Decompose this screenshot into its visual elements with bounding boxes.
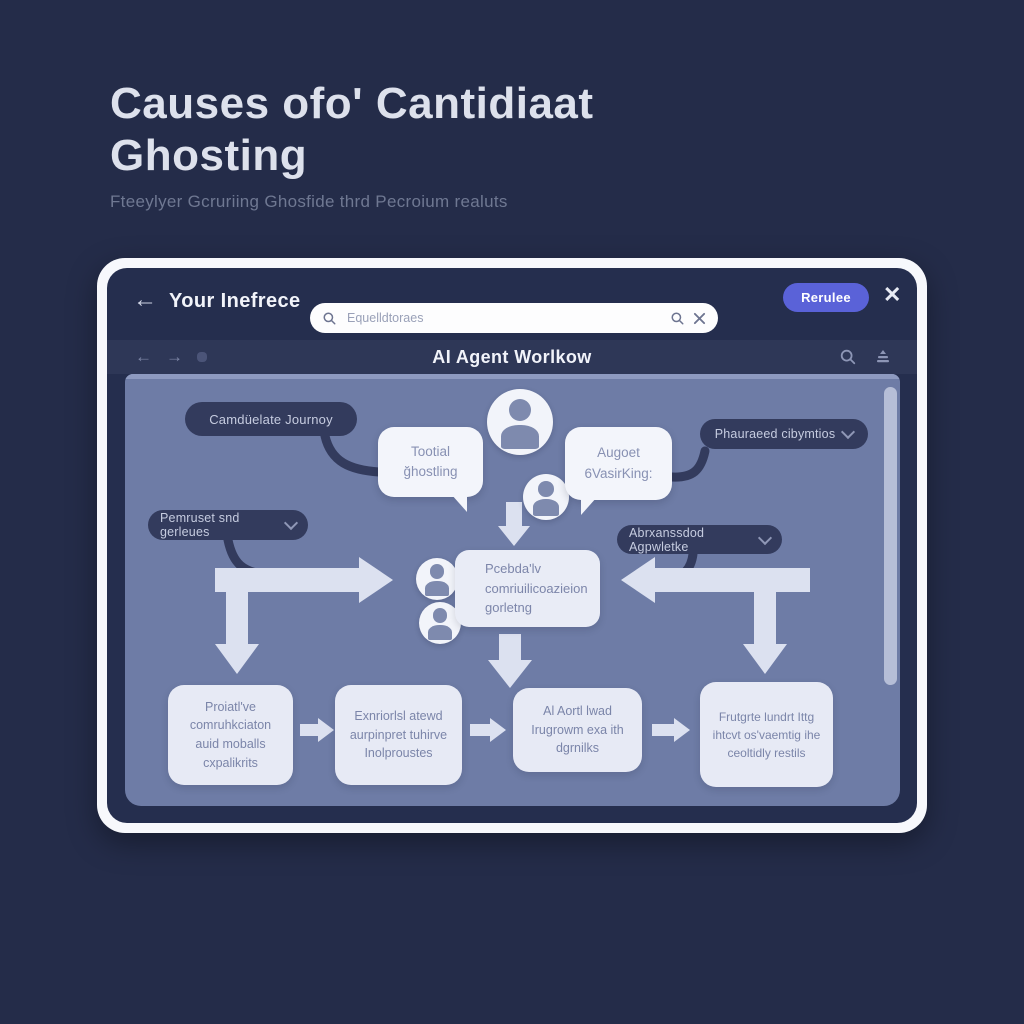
avatar-main (487, 389, 553, 455)
node2-line3: Inolproustes (364, 746, 433, 761)
diagram-canvas: Camdüelate Journoy Phauraeed cibymtios P… (125, 374, 900, 806)
node2-line1: Exnriorlsl atewd (354, 708, 443, 723)
bottom-node-3: Al Aortl lwad Irugrowm exa ith dgrnilks (513, 688, 642, 772)
center-node: Pcebda'lv comriuilicoazieion gorletng (455, 550, 600, 627)
clear-search-icon[interactable] (693, 312, 706, 325)
toolbar-back-icon[interactable]: ← (135, 347, 152, 366)
bottom-node-1: Proiatl've comruhkciaton auid moballs cx… (168, 685, 293, 785)
pill-mid-right-label: Abrxanssdod Agpwletke (629, 525, 705, 554)
avatar-center-top (416, 558, 458, 600)
avatar-center-bottom (419, 602, 461, 644)
record-dot-icon[interactable] (197, 352, 207, 362)
page-title-line2: Ghosting (110, 130, 308, 180)
action-button[interactable]: Rerulee (783, 283, 869, 312)
window-title: Your Inefrece (169, 290, 301, 312)
app-window: ← Your Inefrece Rerulee ✕ ← → (97, 258, 927, 833)
node4-line2: ihtcvt os'vaemtig ihe (712, 727, 821, 742)
chevron-down-icon (283, 515, 299, 531)
node3-line2: Irugrowm exa ith (531, 722, 624, 737)
node4-line1: Frutgrte lundrt Ittg (718, 709, 815, 724)
node1-line3: auid moballs (195, 737, 266, 751)
pill-mid-left-label: Pemruset snd gerleues (160, 511, 240, 539)
node3-line3: dgrnilks (555, 741, 600, 756)
node1-line2: comruhkciaton (189, 718, 272, 733)
center-node-line3: gorletng (485, 600, 532, 616)
node1-line4: cxpalikrits (203, 755, 258, 770)
bubble-left-line2: ğhostling (403, 464, 458, 479)
page-title: Causes ofo' Cantidiaat Ghosting (110, 78, 670, 182)
toolbar: ← → AI Agent Worlkow (107, 340, 917, 374)
center-node-line1: Pcebda'lv (485, 561, 541, 577)
pill-mid-right-dropdown[interactable]: Abrxanssdod Agpwletke (617, 525, 782, 554)
search-input[interactable] (345, 310, 662, 326)
pill-candidate-journey[interactable]: Camdüelate Journoy (185, 402, 357, 436)
chevron-down-icon (841, 424, 856, 440)
avatar-small (523, 474, 569, 520)
pill-top-right-label: Phauraeed cibymtios (714, 427, 836, 441)
filter-funnel-icon[interactable] (875, 349, 891, 365)
node1-line1: Proiatl've (204, 699, 257, 714)
toolbar-forward-icon[interactable]: → (166, 347, 183, 366)
node4-line3: ceoltidly restils (727, 745, 806, 760)
pill-top-right-dropdown[interactable]: Phauraeed cibymtios (700, 419, 868, 449)
page-title-line1: Causes ofo' Cantidiaat (110, 79, 594, 128)
canvas-top-strip (125, 374, 900, 379)
close-icon[interactable]: ✕ (883, 282, 902, 307)
bubble-tail (451, 494, 467, 512)
bubble-total-ghosting: Tootial ğhostling (378, 427, 483, 512)
pill-mid-left-dropdown[interactable]: Pemruset snd gerleues (148, 510, 308, 540)
bubble-right-line1: Augoet (597, 445, 640, 461)
bottom-node-4: Frutgrte lundrt Ittg ihtcvt os'vaemtig i… (700, 682, 833, 787)
back-arrow-icon[interactable]: ← (133, 286, 157, 313)
bubble-right-line2: 6VasirKing: (584, 465, 653, 481)
chevron-down-icon (757, 530, 773, 545)
bubble-tail (581, 497, 597, 515)
search-icon (323, 312, 336, 324)
canvas-scrollbar[interactable] (884, 387, 897, 685)
window-inner: ← Your Inefrece Rerulee ✕ ← → (107, 268, 917, 823)
bubble-left-line1: Tootial (410, 443, 451, 459)
search-icon-right[interactable] (670, 311, 685, 326)
page-subtitle: Fteeylyer Gcruriing Ghosfide thrd Pecroi… (110, 192, 508, 211)
center-node-line2: comriuilicoazieion (485, 580, 588, 596)
toolbar-title: AI Agent Worlkow (432, 346, 592, 367)
bubble-agent-working: Augoet 6VasirKing: (565, 427, 672, 515)
search-bar[interactable] (310, 303, 718, 333)
toolbar-search-icon[interactable] (839, 348, 857, 366)
bottom-node-2: Exnriorlsl atewd aurpinpret tuhirve Inol… (335, 685, 462, 785)
node3-line1: Al Aortl lwad (543, 703, 612, 718)
node2-line2: aurpinpret tuhirve (349, 727, 448, 742)
pill-candidate-journey-label: Camdüelate Journoy (209, 411, 333, 427)
